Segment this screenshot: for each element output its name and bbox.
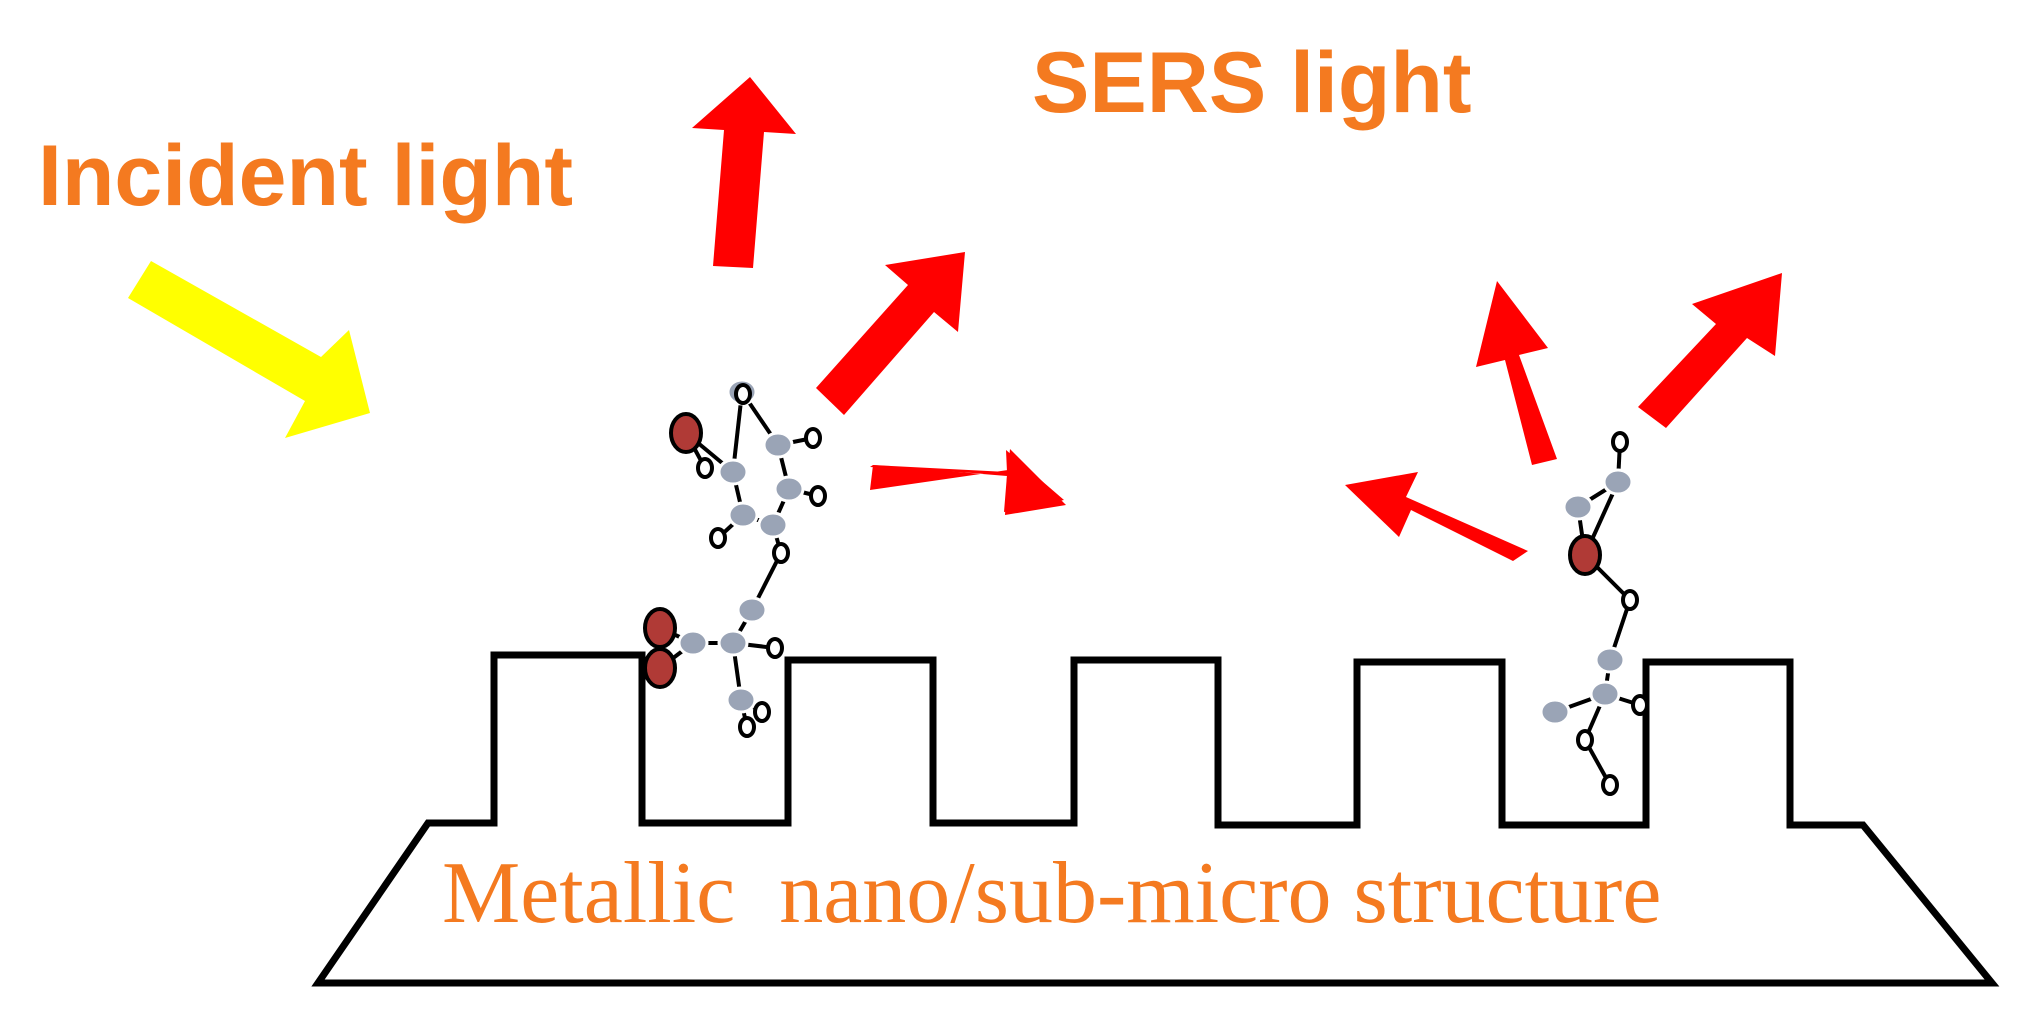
incident-light-arrow xyxy=(128,261,370,438)
carbon-atom xyxy=(677,629,709,657)
carbon-atom xyxy=(727,501,759,529)
hydrogen-atom xyxy=(1576,729,1594,751)
hydrogen-atom xyxy=(696,457,714,479)
hydrogen-atom xyxy=(734,383,752,405)
carbon-atom xyxy=(717,458,749,486)
hydrogen-atom xyxy=(772,542,790,564)
hydrogen-atom xyxy=(766,637,784,659)
sers-arrow-3b xyxy=(870,449,1066,515)
sers-arrow-5 xyxy=(1476,281,1557,465)
carbon-atom xyxy=(717,629,749,657)
carbon-atom xyxy=(1562,493,1594,521)
carbon-atom xyxy=(1589,680,1621,708)
oxygen-atom xyxy=(669,412,703,454)
substrate-label: Metallic nano/sub-micro structure xyxy=(442,845,1661,942)
sers-arrow-2 xyxy=(816,252,965,415)
adsorbed-molecule-right xyxy=(1539,431,1649,796)
hydrogen-atom xyxy=(753,701,771,723)
sers-arrow-4 xyxy=(1345,472,1528,561)
carbon-atom xyxy=(736,596,768,624)
carbon-atom xyxy=(1594,646,1626,674)
carbon-atom xyxy=(757,511,789,539)
hydrogen-atom xyxy=(809,485,827,507)
sers-arrow-1 xyxy=(692,77,796,268)
hydrogen-atom xyxy=(1621,589,1639,611)
sers-arrow-6 xyxy=(1638,273,1782,428)
metallic-nanostructure-substrate xyxy=(311,651,2000,987)
oxygen-atom xyxy=(1568,534,1602,576)
hydrogen-atom xyxy=(1631,694,1649,716)
hydrogen-atom xyxy=(804,427,822,449)
carbon-atom xyxy=(1602,468,1634,496)
hydrogen-atom xyxy=(709,527,727,549)
adsorbed-molecule-left xyxy=(643,378,827,738)
oxygen-atom xyxy=(643,647,677,689)
carbon-atom xyxy=(773,475,805,503)
carbon-atom xyxy=(1539,698,1571,726)
hydrogen-atom xyxy=(738,716,756,738)
oxygen-atom xyxy=(643,607,677,649)
hydrogen-atom xyxy=(1601,774,1619,796)
sers-arrows xyxy=(692,77,1782,561)
hydrogen-atom xyxy=(1611,431,1629,453)
carbon-atom xyxy=(725,686,757,714)
carbon-atom xyxy=(762,431,794,459)
sers-light-label: SERS light xyxy=(1032,35,1472,131)
incident-light-label: Incident light xyxy=(38,128,573,224)
